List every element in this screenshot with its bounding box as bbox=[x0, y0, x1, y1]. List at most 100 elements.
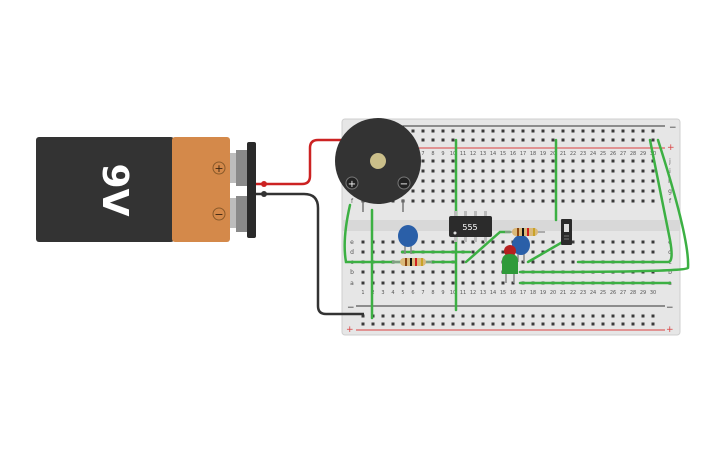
breadboard-hole[interactable] bbox=[491, 270, 495, 274]
breadboard-hole[interactable] bbox=[651, 199, 655, 203]
breadboard-hole[interactable] bbox=[511, 199, 515, 203]
breadboard-hole[interactable] bbox=[641, 159, 645, 163]
breadboard-hole[interactable] bbox=[601, 189, 605, 193]
breadboard-hole[interactable] bbox=[521, 129, 525, 133]
breadboard-hole[interactable] bbox=[621, 322, 625, 326]
breadboard-hole[interactable] bbox=[421, 179, 425, 183]
green-wire-right-1[interactable] bbox=[576, 138, 673, 264]
breadboard-hole[interactable] bbox=[601, 179, 605, 183]
breadboard-hole[interactable] bbox=[521, 189, 525, 193]
breadboard-hole[interactable] bbox=[491, 240, 495, 244]
breadboard-hole[interactable] bbox=[471, 260, 475, 264]
breadboard-hole[interactable] bbox=[511, 189, 515, 193]
breadboard-hole[interactable] bbox=[651, 250, 655, 254]
breadboard-hole[interactable] bbox=[481, 169, 485, 173]
breadboard-hole[interactable] bbox=[481, 322, 485, 326]
breadboard-hole[interactable] bbox=[551, 322, 555, 326]
breadboard-hole[interactable] bbox=[421, 281, 425, 285]
breadboard-hole[interactable] bbox=[501, 179, 505, 183]
breadboard-hole[interactable] bbox=[411, 322, 415, 326]
breadboard-hole[interactable] bbox=[571, 260, 575, 264]
breadboard-hole[interactable] bbox=[461, 199, 465, 203]
breadboard-hole[interactable] bbox=[571, 138, 575, 142]
breadboard-hole[interactable] bbox=[401, 270, 405, 274]
breadboard-hole[interactable] bbox=[571, 179, 575, 183]
breadboard-hole[interactable] bbox=[511, 179, 515, 183]
breadboard-hole[interactable] bbox=[411, 281, 415, 285]
breadboard-hole[interactable] bbox=[621, 159, 625, 163]
breadboard-hole[interactable] bbox=[521, 138, 525, 142]
breadboard-hole[interactable] bbox=[451, 129, 455, 133]
breadboard-hole[interactable] bbox=[421, 240, 425, 244]
breadboard-hole[interactable] bbox=[641, 129, 645, 133]
resistor-1[interactable] bbox=[392, 258, 432, 266]
breadboard-hole[interactable] bbox=[521, 260, 525, 264]
green-wire-switch[interactable] bbox=[526, 238, 568, 264]
breadboard-hole[interactable] bbox=[361, 240, 365, 244]
breadboard-hole[interactable] bbox=[631, 129, 635, 133]
breadboard-hole[interactable] bbox=[481, 270, 485, 274]
breadboard-hole[interactable] bbox=[621, 169, 625, 173]
breadboard-hole[interactable] bbox=[591, 159, 595, 163]
breadboard-hole[interactable] bbox=[591, 314, 595, 318]
breadboard-hole[interactable] bbox=[581, 129, 585, 133]
breadboard-hole[interactable] bbox=[531, 159, 535, 163]
breadboard-hole[interactable] bbox=[451, 270, 455, 274]
breadboard-hole[interactable] bbox=[431, 199, 435, 203]
breadboard-hole[interactable] bbox=[531, 199, 535, 203]
breadboard-hole[interactable] bbox=[411, 270, 415, 274]
breadboard-hole[interactable] bbox=[491, 281, 495, 285]
breadboard-hole[interactable] bbox=[631, 322, 635, 326]
piezo-buzzer[interactable]: + − bbox=[335, 118, 421, 212]
breadboard-hole[interactable] bbox=[531, 179, 535, 183]
breadboard-hole[interactable] bbox=[431, 240, 435, 244]
breadboard-hole[interactable] bbox=[461, 138, 465, 142]
breadboard-hole[interactable] bbox=[451, 281, 455, 285]
breadboard-hole[interactable] bbox=[561, 169, 565, 173]
breadboard-hole[interactable] bbox=[481, 129, 485, 133]
breadboard-hole[interactable] bbox=[641, 138, 645, 142]
breadboard-hole[interactable] bbox=[441, 314, 445, 318]
breadboard-hole[interactable] bbox=[511, 169, 515, 173]
breadboard-hole[interactable] bbox=[411, 199, 415, 203]
breadboard-hole[interactable] bbox=[561, 199, 565, 203]
breadboard-hole[interactable] bbox=[491, 199, 495, 203]
breadboard-hole[interactable] bbox=[621, 250, 625, 254]
breadboard-hole[interactable] bbox=[491, 189, 495, 193]
breadboard-hole[interactable] bbox=[541, 199, 545, 203]
breadboard-hole[interactable] bbox=[571, 169, 575, 173]
breadboard-hole[interactable] bbox=[451, 159, 455, 163]
breadboard-hole[interactable] bbox=[551, 129, 555, 133]
breadboard-hole[interactable] bbox=[441, 159, 445, 163]
breadboard-hole[interactable] bbox=[601, 240, 605, 244]
capacitor-2[interactable] bbox=[512, 235, 530, 262]
breadboard-hole[interactable] bbox=[471, 179, 475, 183]
breadboard-hole[interactable] bbox=[531, 322, 535, 326]
breadboard-hole[interactable] bbox=[641, 314, 645, 318]
breadboard-hole[interactable] bbox=[631, 169, 635, 173]
breadboard-hole[interactable] bbox=[471, 189, 475, 193]
breadboard-hole[interactable] bbox=[581, 199, 585, 203]
breadboard-hole[interactable] bbox=[621, 189, 625, 193]
breadboard-hole[interactable] bbox=[381, 250, 385, 254]
breadboard-hole[interactable] bbox=[471, 240, 475, 244]
breadboard-hole[interactable] bbox=[461, 240, 465, 244]
breadboard-hole[interactable] bbox=[501, 240, 505, 244]
breadboard-hole[interactable] bbox=[591, 240, 595, 244]
breadboard-hole[interactable] bbox=[541, 314, 545, 318]
breadboard-hole[interactable] bbox=[501, 138, 505, 142]
breadboard-hole[interactable] bbox=[531, 250, 535, 254]
breadboard-hole[interactable] bbox=[511, 322, 515, 326]
breadboard-hole[interactable] bbox=[641, 179, 645, 183]
breadboard-hole[interactable] bbox=[631, 159, 635, 163]
breadboard-hole[interactable] bbox=[361, 322, 365, 326]
breadboard-hole[interactable] bbox=[631, 179, 635, 183]
breadboard-hole[interactable] bbox=[551, 250, 555, 254]
breadboard-hole[interactable] bbox=[471, 281, 475, 285]
breadboard-hole[interactable] bbox=[551, 189, 555, 193]
breadboard-hole[interactable] bbox=[531, 314, 535, 318]
breadboard-hole[interactable] bbox=[461, 314, 465, 318]
breadboard-hole[interactable] bbox=[501, 322, 505, 326]
breadboard-hole[interactable] bbox=[471, 169, 475, 173]
breadboard-hole[interactable] bbox=[591, 322, 595, 326]
